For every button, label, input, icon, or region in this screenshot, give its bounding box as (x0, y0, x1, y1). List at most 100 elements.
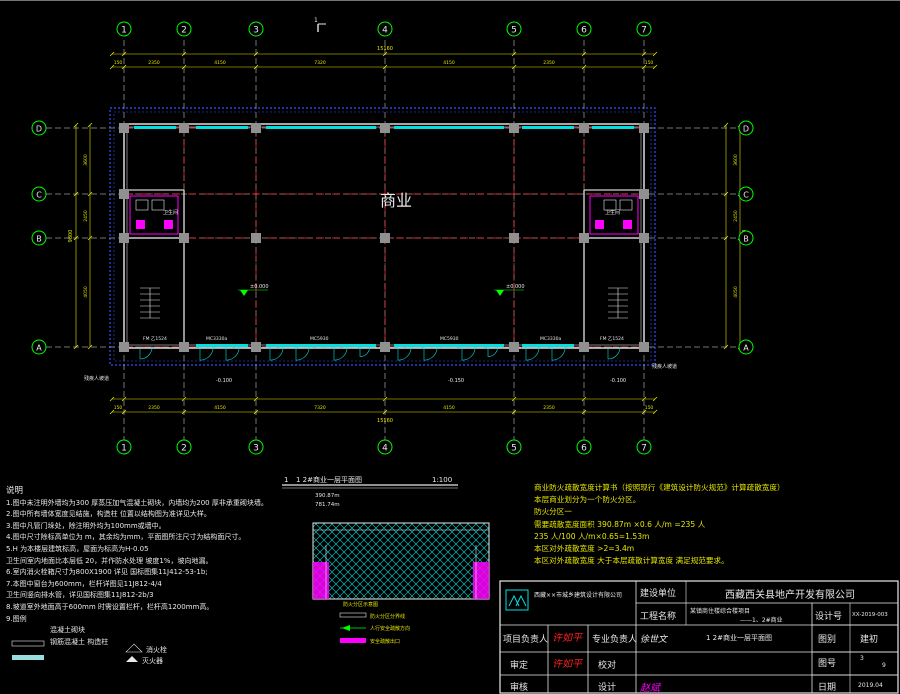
dim-text: 3600 (83, 154, 89, 166)
window (196, 126, 248, 129)
note-line: 1.图中未注明外墙均为300 厚蒸压加气混凝土砌块，内墙均为200 厚非承重砌块… (6, 498, 268, 507)
design-label: 设计 (598, 683, 617, 693)
dim-tick (581, 396, 587, 402)
axis-bubble-B: B (738, 230, 754, 246)
legend-hydrant-icon (125, 643, 143, 653)
door-label-3: MC5930 (440, 336, 459, 342)
storefront-glazing (394, 344, 504, 347)
axis-label: 6 (581, 444, 587, 454)
axis-label: 4 (382, 444, 388, 454)
signature-discipline-lead: 徐世文 (640, 635, 668, 645)
sheet-label: 图号 (818, 659, 837, 669)
plan-scale: 1:100 (432, 476, 452, 484)
storefront-glazing (196, 344, 248, 347)
fire-legend-title: 防火分区示意图 (343, 601, 378, 608)
date-label: 日期 (818, 683, 837, 693)
column (179, 123, 189, 133)
column (380, 123, 390, 133)
fm-label-right: FM 乙1524 (600, 335, 624, 342)
fm-label-left: FM 乙1524 (143, 335, 167, 342)
axis-bubble-C: C (738, 186, 754, 202)
axis-bubble-6: 6 (576, 21, 592, 37)
stair-right (608, 287, 628, 319)
dim-text: 150 (114, 405, 123, 411)
fire-calc-line: 商业防火疏散宽度计算书（按照现行《建筑设计防火规范》计算疏散宽度） (534, 483, 785, 492)
axis-bubble-C: C (31, 186, 47, 202)
dim-tick (652, 64, 658, 70)
dim-tick (511, 396, 517, 402)
window (592, 126, 634, 129)
column (251, 123, 261, 133)
axis-label: 1 (121, 444, 127, 454)
axis-label: 3 (253, 444, 259, 454)
column (639, 342, 649, 352)
ramp-label-right: 残疾人坡道 (652, 363, 677, 370)
storefront-glazing (522, 344, 574, 347)
door-label-4: MC3330a (540, 336, 561, 342)
design-no: XX-2019-003 (852, 612, 888, 618)
dim-tick (73, 122, 79, 128)
note-line: 2.图中所有墙体宽度见结施，构造柱 位置以结构图为准详见大样。 (6, 510, 211, 519)
review-label: 审核 (510, 683, 529, 693)
note-line: 卫生间室内地面比本层低 20，并作防水处理 坡度1%，坡向地漏。 (6, 556, 213, 565)
dim-text: 150 (645, 405, 654, 411)
axis-label: D (36, 125, 42, 134)
fire-legend-item-3: 安全疏散出口 (370, 638, 400, 645)
note-line: 4.图中尺寸除标高单位为 m，其余均为mm，平面图所注尺寸为结构面尺寸。 (6, 533, 246, 542)
dim-text: 2450 (733, 210, 739, 222)
door-swing (487, 346, 498, 357)
total-dim-left: 9800 (68, 230, 74, 243)
storefront-glazing (266, 344, 376, 347)
column (509, 123, 519, 133)
dim-tick (121, 396, 127, 402)
axis-label: D (743, 125, 749, 134)
door-swing (269, 346, 284, 361)
elev-out-1: -0.100 (216, 378, 232, 384)
notes-heading: 说明 (6, 486, 24, 496)
dim-text: 4050 (83, 286, 89, 298)
axis-bubble-3: 3 (248, 21, 264, 37)
axis-label: 3 (253, 26, 259, 36)
sheet-total: 9 (882, 662, 886, 669)
legend-item-2: 钢筋混凝土 构造柱 (50, 637, 109, 646)
elev-out-3: -0.100 (610, 378, 626, 384)
axis-bubble-D: D (31, 120, 47, 136)
column (119, 123, 129, 133)
column (380, 342, 390, 352)
legend-extinguisher-icon (126, 656, 138, 662)
section-mark: 1 (314, 17, 318, 24)
column (119, 233, 129, 243)
area-building: 390.87m (315, 493, 340, 499)
plan-title: 1 2#商业一层平面图 (296, 475, 362, 484)
site-boundary (109, 107, 656, 366)
column (119, 342, 129, 352)
fire-calc-line: 防火分区一 (534, 507, 572, 517)
dim-tick (109, 64, 115, 70)
fire-calc-line: 本区对外疏散宽度 >2=3.4m (534, 544, 635, 554)
door-swing (423, 346, 438, 361)
signature-approve: 许如平 (552, 659, 582, 670)
axis-bubble-4: 4 (377, 439, 393, 455)
legend-item-4: 灭火器 (142, 657, 163, 665)
column (251, 342, 261, 352)
axis-bubble-A: A (738, 339, 754, 355)
axis-bubble-D: D (738, 120, 754, 136)
note-line: 9.图例 (6, 614, 27, 623)
client-name: 西藏西关县地产开发有限公司 (725, 590, 855, 601)
project-sub: ——1、2#商业 (740, 617, 783, 624)
signature-design: 赵斌 (640, 683, 660, 694)
legend-item-3: 消火栓 (146, 646, 167, 654)
door-swing (397, 346, 412, 361)
fire-diagram: 防火分区示意图 防火分区分界线 人行安全疏散方向 安全疏散出口 (312, 522, 490, 645)
dim-text: 4150 (214, 405, 226, 411)
column (579, 233, 589, 243)
dim-text: 4150 (443, 60, 455, 66)
dim-tick (87, 191, 93, 197)
column (251, 233, 261, 243)
category-label: 图别 (818, 635, 837, 645)
legend-item-1: 混凝土砌块 (50, 626, 85, 635)
doors (139, 346, 621, 361)
column (119, 189, 129, 199)
dim-text: 4050 (733, 286, 739, 298)
